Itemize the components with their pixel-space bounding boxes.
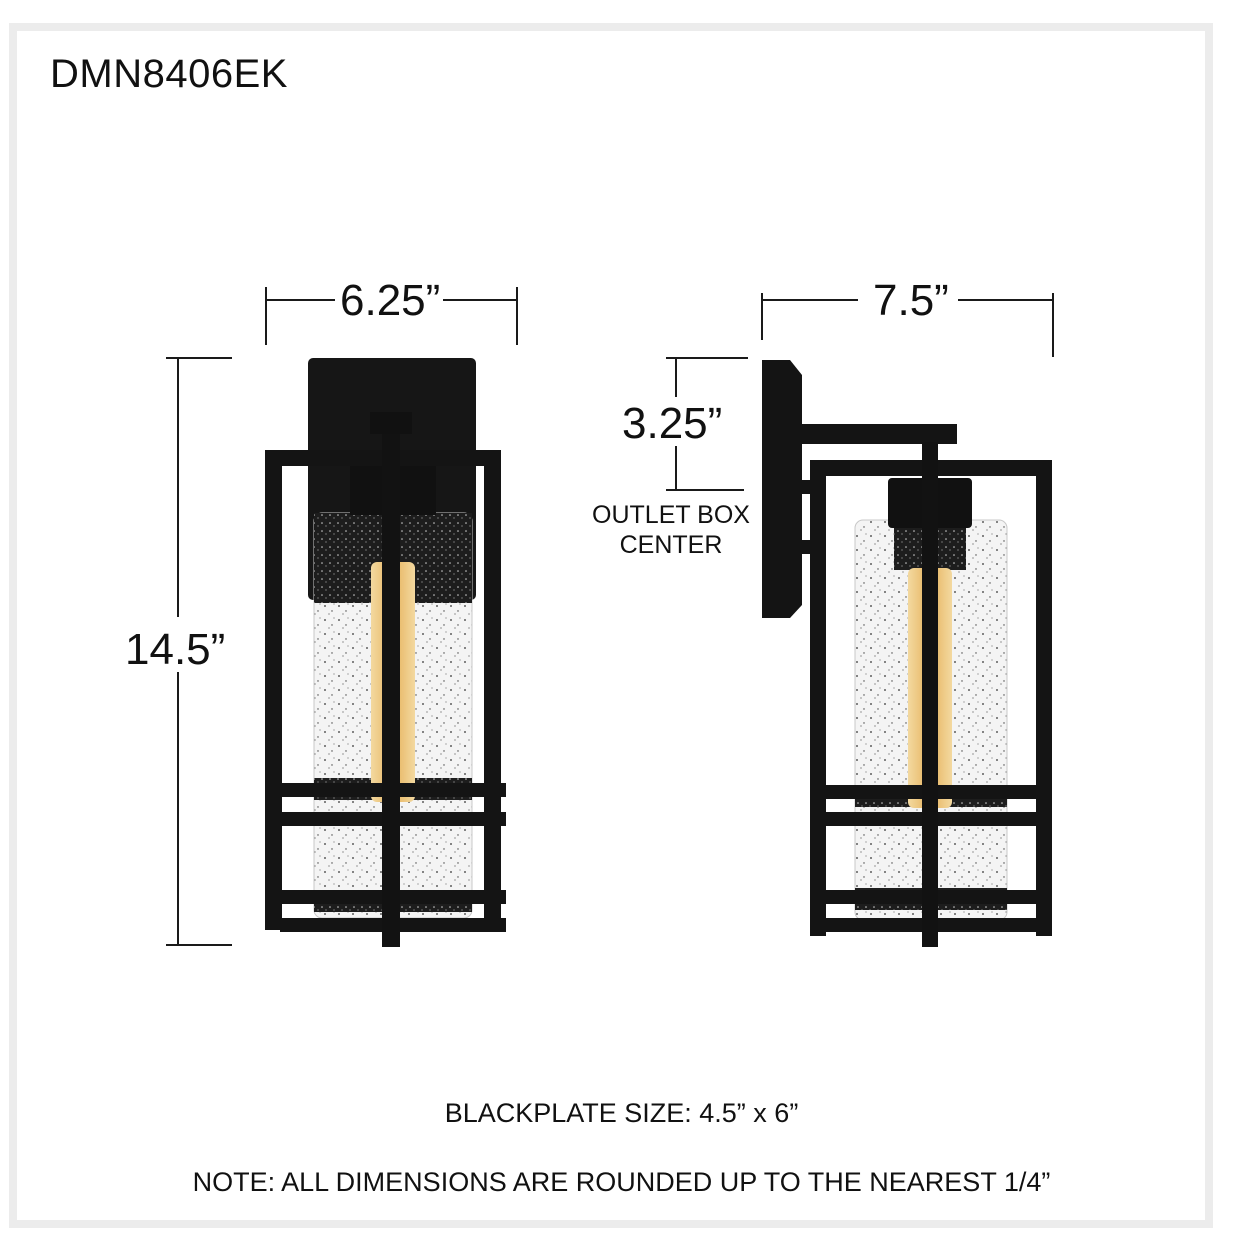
dimension-lines: [166, 287, 1054, 946]
outlet-caption-line2: CENTER: [619, 531, 723, 559]
backplate-size-note: BLACKPLATE SIZE: 4.5” x 6”: [444, 1098, 799, 1128]
model-number-title: DMN8406EK: [50, 52, 288, 96]
outlet-offset-label: 3.25”: [622, 399, 723, 448]
side-depth-label: 7.5”: [873, 276, 949, 325]
drawing-frame: [9, 23, 1213, 1228]
rounding-note: NOTE: ALL DIMENSIONS ARE ROUNDED UP TO T…: [192, 1167, 1051, 1197]
front-width-label: 6.25”: [340, 276, 441, 325]
outlet-caption-line1: OUTLET BOX: [592, 501, 750, 529]
outlet-box-caption: OUTLET BOX CENTER: [586, 500, 756, 560]
side-view-fixture: [762, 360, 1052, 947]
front-view-fixture: [265, 358, 506, 947]
front-height-label: 14.5”: [125, 625, 226, 674]
